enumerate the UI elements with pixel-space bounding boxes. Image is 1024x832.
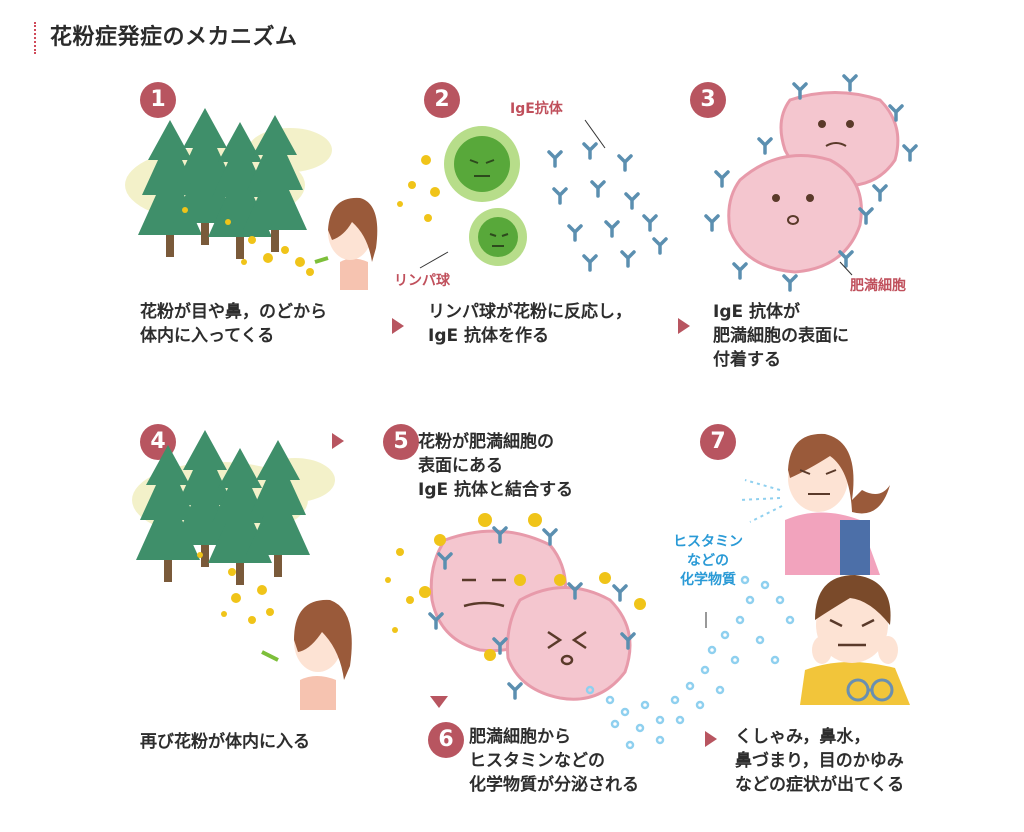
arrow-5-to-6 — [430, 696, 448, 708]
histamine-particles — [585, 575, 795, 750]
step-1-caption: 花粉が目や鼻，のどから 体内に入ってくる — [140, 302, 327, 346]
scene-1-person — [314, 197, 378, 290]
arrow-6-to-7 — [705, 731, 717, 747]
step-5-badge: 5 — [383, 424, 419, 460]
step-1-badge: 1 — [140, 82, 176, 118]
step-2-caption: リンパ球が花粉に反応し， IgE 抗体を作る — [428, 302, 632, 346]
mast-cell-label: 肥満細胞 — [850, 278, 906, 294]
histamine-label: ヒスタミン などの 化学物質 — [673, 534, 743, 588]
scene-3-mast-cells — [704, 74, 918, 292]
step-3-caption: IgE 抗体が 肥満細胞の表面に 付着する — [713, 302, 849, 370]
arrow-2-to-3 — [678, 318, 690, 334]
scene-7-woman-sneezing — [739, 433, 890, 575]
lymphocyte-label: リンパ球 — [394, 273, 450, 289]
step-6-caption: 肥満細胞から ヒスタミンなどの 化学物質が分泌される — [469, 727, 639, 795]
scene-4-person — [261, 599, 352, 710]
heading-accent-bar — [34, 22, 38, 54]
ige-antibody-label: IgE抗体 — [510, 101, 563, 117]
step-3-badge: 3 — [690, 82, 726, 118]
step-6-badge: 6 — [428, 722, 464, 758]
scene-2-lymphocytes — [397, 119, 668, 272]
step-4-caption: 再び花粉が体内に入る — [140, 732, 310, 752]
arrow-4-to-5 — [332, 433, 344, 449]
step-7-caption: くしゃみ，鼻水， 鼻づまり，目のかゆみ などの症状が出てくる — [735, 727, 905, 795]
page-title: 花粉症発症のメカニズム — [50, 25, 298, 50]
step-5-caption: 花粉が肥満細胞の 表面にある IgE 抗体と結合する — [418, 432, 574, 500]
scene-7-boy-crying — [800, 575, 910, 705]
step-2-badge: 2 — [424, 82, 460, 118]
arrow-1-to-2 — [392, 318, 404, 334]
scene-4-forest — [132, 430, 335, 624]
step-7-badge: 7 — [700, 424, 736, 460]
scene-5-binding — [385, 513, 646, 701]
scene-1-forest — [125, 108, 332, 276]
